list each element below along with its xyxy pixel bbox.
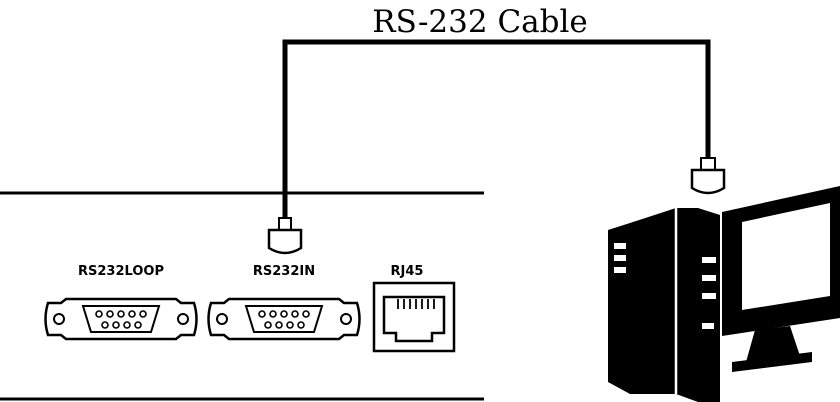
rs232-cable-line: [282, 39, 711, 220]
cable-title: RS-232 Cable: [372, 4, 588, 40]
computer-icon: [608, 186, 840, 402]
rj45-port: [372, 281, 456, 353]
tower-icon: [608, 208, 720, 402]
monitor-icon: [722, 186, 840, 372]
port-label-rs232loop: RS232LOOP: [78, 264, 164, 279]
db9-port-rs232loop: [44, 297, 198, 341]
cable-plug-device: [267, 217, 303, 255]
port-label-rs232in: RS232IN: [253, 264, 315, 279]
port-label-rj45: RJ45: [391, 264, 424, 279]
cable-plug-computer: [690, 157, 726, 195]
db9-port-rs232in: [207, 297, 361, 341]
